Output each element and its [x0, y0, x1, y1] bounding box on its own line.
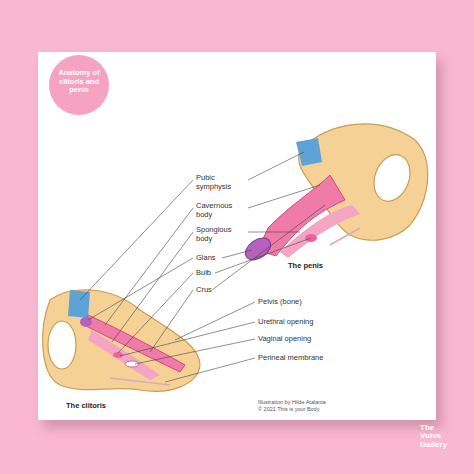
part-label: Urethral opening	[258, 318, 313, 327]
part-label: Glans	[196, 254, 216, 263]
part-label: Perineal membrane	[258, 354, 323, 363]
part-label: The clitoris	[66, 402, 106, 411]
credit-note: Illustration by Hilde Atalanta	[258, 399, 326, 405]
watermark: The Vulva Gallery	[420, 424, 454, 449]
part-label: Cavernous body	[196, 202, 242, 219]
credit-note: © 2021 This is your Body	[258, 406, 319, 412]
title: Anatomy of clitoris and penis	[53, 69, 105, 95]
part-label: Spongious body	[196, 226, 242, 243]
part-label: The penis	[288, 262, 323, 271]
part-label: Bulb	[196, 269, 211, 278]
part-label: Crus	[196, 286, 212, 295]
part-label: Vaginal opening	[258, 335, 311, 344]
part-label: Pubic symphysis	[196, 174, 242, 191]
part-label: Pelvis (bone)	[258, 298, 302, 307]
